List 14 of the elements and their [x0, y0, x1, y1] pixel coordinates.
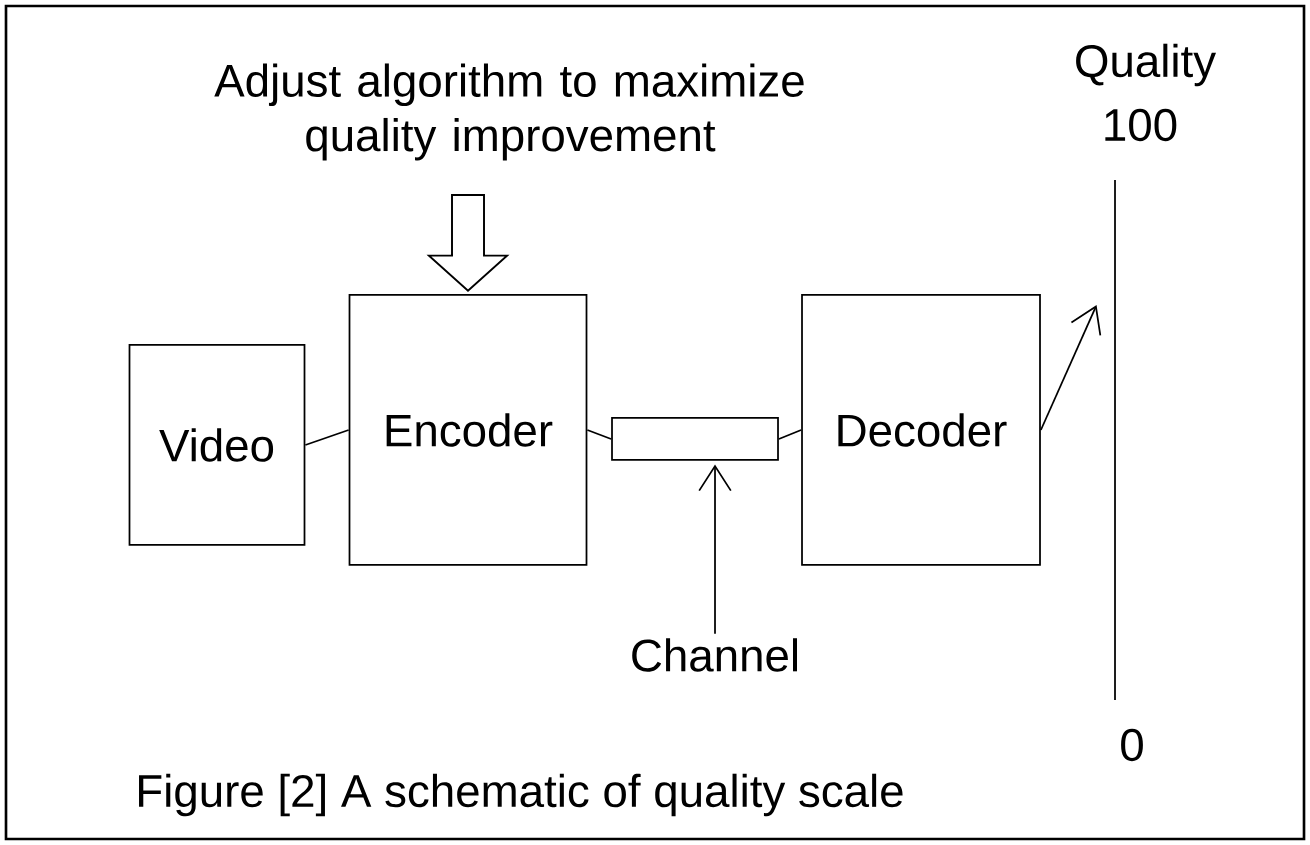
- process-box: Encoder: [348, 294, 588, 566]
- scale-label: 0: [1121, 728, 1143, 762]
- arrow: [698, 464, 732, 635]
- scale-line: [1114, 179, 1116, 701]
- scale-label: Quality: [1076, 43, 1216, 87]
- arrow: [426, 193, 510, 292]
- process-box: Decoder: [801, 294, 1041, 566]
- scale-label: 100: [1105, 108, 1177, 142]
- channel-label: Channel: [632, 638, 797, 672]
- instruction-text: Adjust algorithm to maximize quality improvement: [214, 63, 804, 161]
- channel-box: [611, 417, 779, 461]
- arrow: [1040, 305, 1102, 431]
- process-box: Video: [128, 344, 306, 546]
- figure-caption: Figure [2] A schematic of quality scale: [139, 773, 903, 817]
